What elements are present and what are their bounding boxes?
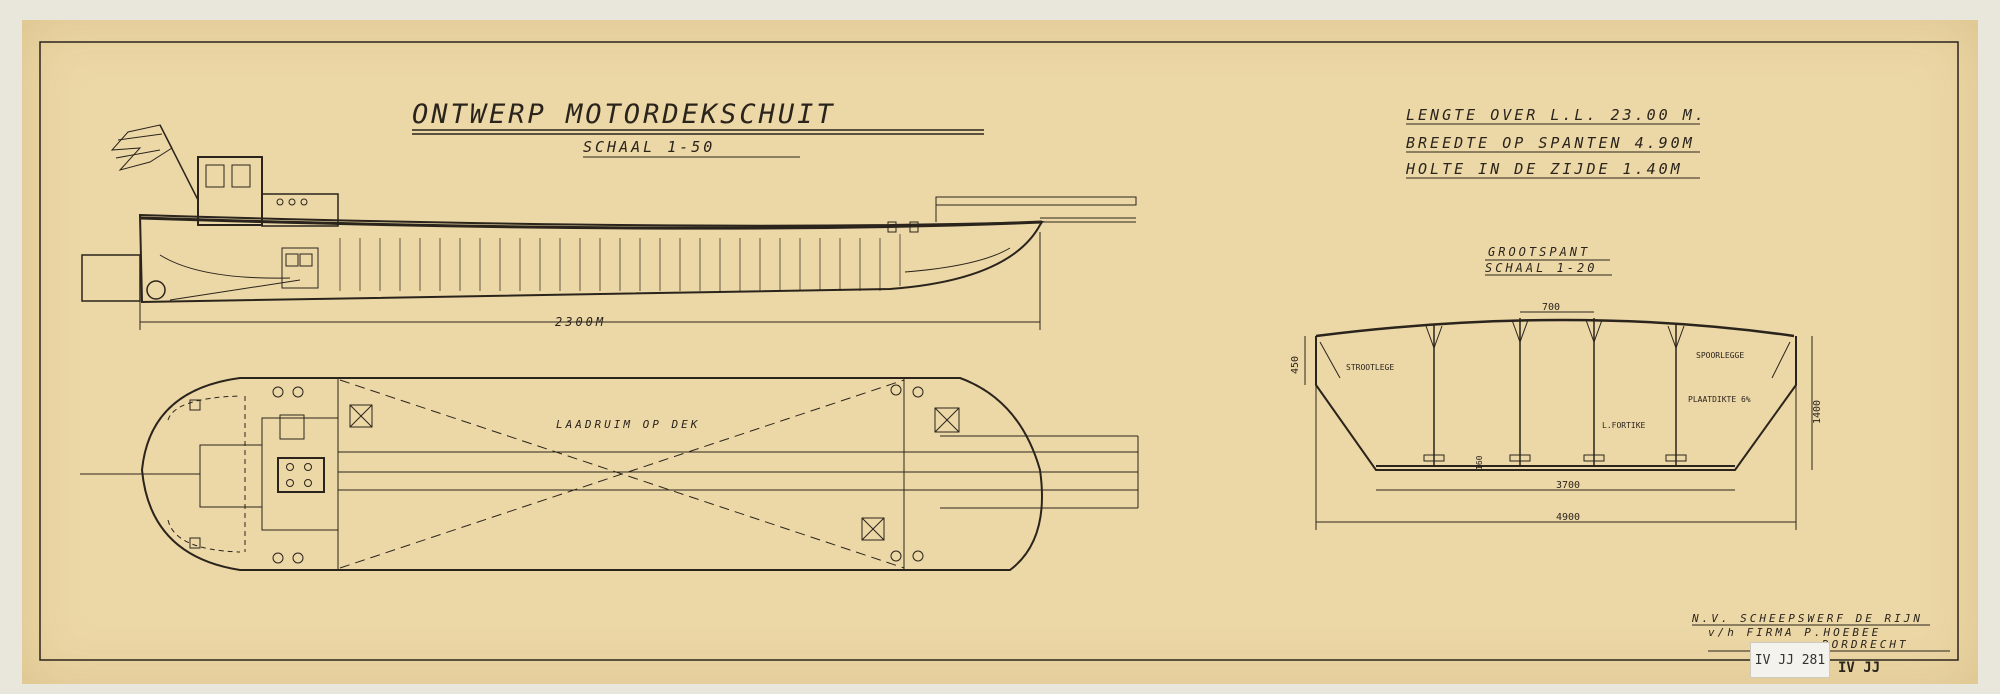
note-middle: L.FORTIKE [1602, 421, 1646, 430]
dim-bottom-inner: 3700 [1556, 480, 1580, 491]
drawing-sheet [22, 20, 1978, 684]
side-view: 2300M [81, 124, 1137, 330]
spec-breadth: BREEDTE OP SPANTEN 4.90M [1406, 134, 1695, 152]
drawing-border [39, 41, 1959, 661]
side-length-label: 2300M [555, 315, 606, 329]
spec-length: LENGTE OVER L.L. 23.00 M. [1406, 106, 1707, 124]
section-title: GROOTSPANT [1488, 245, 1590, 259]
maker-line-1: N.V. SCHEEPSWERF DE RIJN [1691, 612, 1923, 625]
dim-top: 700 [1542, 302, 1560, 313]
maker-line-2: v/h FIRMA P.HOEBEE [1708, 626, 1881, 639]
hold-label: LAADRUIM OP DEK [556, 418, 700, 431]
archive-mark: IV JJ [1838, 660, 1880, 676]
specs-list: LENGTE OVER L.L. 23.00 M. BREEDTE OP SPA… [1405, 106, 1707, 179]
plan-view: LAADRUIM OP DEK [80, 377, 1139, 571]
spec-depth: HOLTE IN DE ZIJDE 1.40M [1405, 160, 1683, 178]
dim-floor: 160 [1475, 455, 1484, 470]
note-right: SPOORLEGGE [1696, 351, 1744, 360]
note-left: STROOTLEGE [1346, 363, 1394, 372]
drawing-title: ONTWERP MOTORDEKSCHUIT [412, 99, 836, 130]
dim-bottom-outer: 4900 [1556, 512, 1580, 523]
maker-line-3: DORDRECHT [1821, 638, 1909, 651]
dim-left: 450 [1290, 356, 1301, 374]
dim-right: 1400 [1812, 400, 1823, 424]
section-scale: SCHAAL 1-20 [1485, 261, 1597, 275]
title-scale: SCHAAL 1-50 [583, 138, 715, 156]
archive-code-label: IV JJ 281 [1750, 642, 1830, 678]
maker-block: N.V. SCHEEPSWERF DE RIJN v/h FIRMA P.HOE… [1691, 612, 1950, 652]
midship-section: GROOTSPANT SCHAAL 1-20 70 [1290, 245, 1823, 530]
note-plate: PLAATDIKTE 6% [1688, 395, 1751, 404]
